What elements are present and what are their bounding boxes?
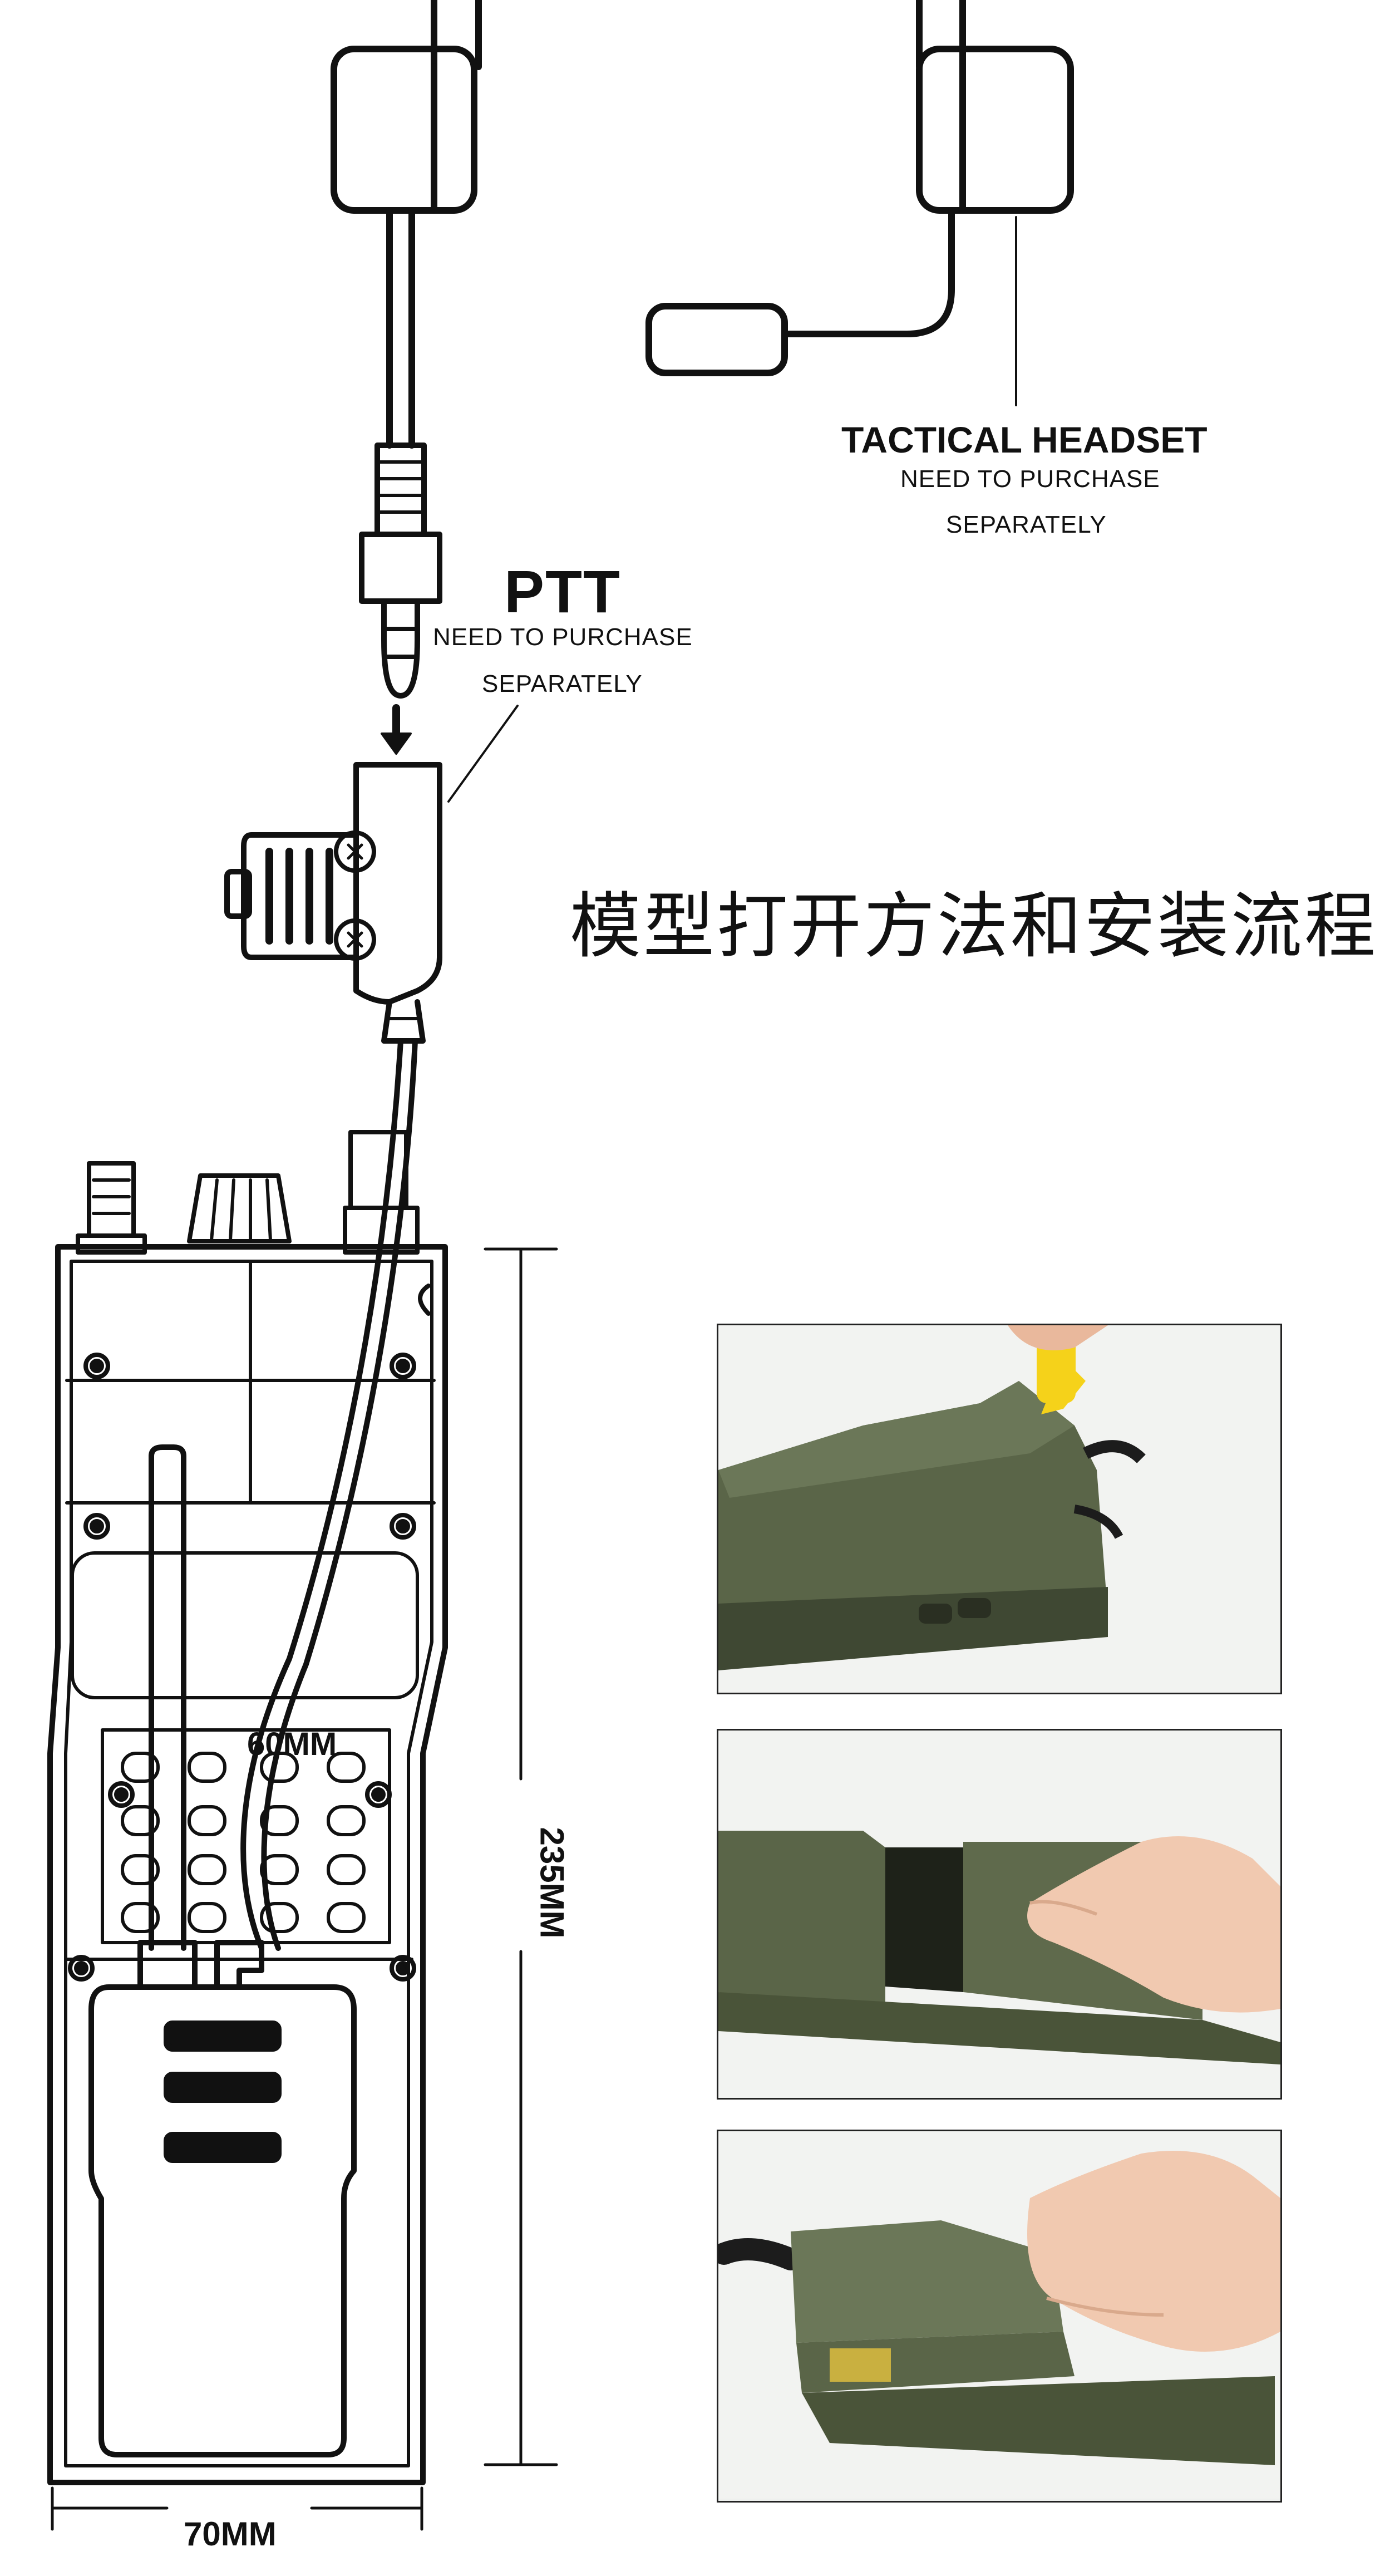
dimension-lines xyxy=(51,1247,558,2531)
radio-body xyxy=(47,1130,448,2485)
photo-step-3-inserting-radio xyxy=(717,2130,1282,2503)
dimension-inner-width: 60MM xyxy=(247,1726,337,1762)
radio-screws xyxy=(68,1353,416,1982)
dimension-height: 235MM xyxy=(533,1827,571,1939)
ptt-note-line2: SEPARATELY xyxy=(482,670,643,697)
headset-title: TACTICAL HEADSET xyxy=(841,419,1208,460)
headset-note-line2: SEPARATELY xyxy=(946,511,1107,538)
ptt-title: PTT xyxy=(504,558,621,625)
radio-keypad xyxy=(121,1752,366,1933)
ptt-plug xyxy=(359,207,442,699)
headset-left-cup xyxy=(331,0,482,214)
ptt-leader-line xyxy=(447,705,519,803)
walkie-talkie xyxy=(88,1444,357,2457)
photo-step-1-screwdriver xyxy=(717,1324,1282,1694)
headset-note-line1: NEED TO PURCHASE xyxy=(900,465,1160,493)
headset-right-cup xyxy=(645,0,1074,376)
dimension-width: 70MM xyxy=(184,2515,277,2553)
section-title: 模型打开方法和安装流程 xyxy=(570,885,1378,968)
photo-step-2-sliding-cover xyxy=(717,1729,1282,2100)
ptt-unit xyxy=(224,762,442,1044)
ptt-cable xyxy=(240,1038,403,1951)
ptt-note-line1: NEED TO PURCHASE xyxy=(433,623,693,651)
